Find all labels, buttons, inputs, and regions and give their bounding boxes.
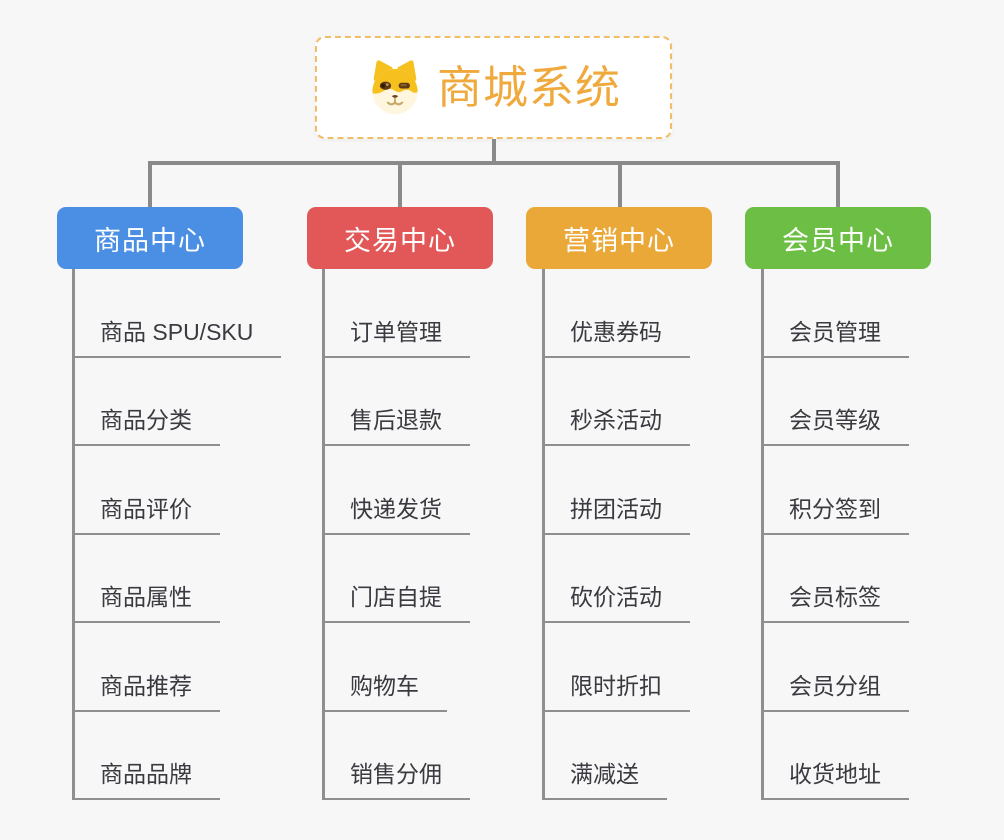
- leaf-topic[interactable]: 限时折扣: [542, 673, 690, 712]
- leaf-topic[interactable]: 商品推荐: [72, 673, 220, 712]
- root-title: 商城系统: [436, 62, 621, 113]
- leaf-topic[interactable]: 销售分佣: [322, 761, 470, 800]
- connector-drop-4: [836, 161, 840, 209]
- leaf-topic[interactable]: 拼团活动: [542, 496, 690, 535]
- leaf-topic[interactable]: 收货地址: [761, 761, 909, 800]
- leaf-topic[interactable]: 满减送: [542, 761, 667, 800]
- leaf-topic[interactable]: 商品属性: [72, 584, 220, 623]
- leaf-topic[interactable]: 积分签到: [761, 496, 909, 535]
- leaf-topic[interactable]: 商品 SPU/SKU: [72, 319, 282, 358]
- branch-label: 会员中心: [782, 225, 894, 256]
- branch-node-member[interactable]: 会员中心: [745, 207, 931, 269]
- connector-root-stem: [492, 139, 496, 165]
- leaf-topic[interactable]: 商品品牌: [72, 761, 220, 800]
- leaf-topic[interactable]: 砍价活动: [542, 584, 690, 623]
- leaf-column-member: 会员管理 会员等级 积分签到 会员标签 会员分组 收货地址: [761, 269, 1001, 800]
- branch-node-product[interactable]: 商品中心: [57, 207, 243, 269]
- leaf-topic[interactable]: 门店自提: [322, 584, 470, 623]
- leaf-topic[interactable]: 订单管理: [322, 319, 470, 358]
- leaf-topic[interactable]: 秒杀活动: [542, 407, 690, 446]
- leaf-topic[interactable]: 会员分组: [761, 673, 909, 712]
- branch-label: 营销中心: [563, 225, 675, 256]
- leaf-topic[interactable]: 售后退款: [322, 407, 470, 446]
- leaf-topic[interactable]: 会员标签: [761, 584, 909, 623]
- connector-drop-3: [618, 161, 622, 209]
- leaf-topic[interactable]: 优惠券码: [542, 319, 690, 358]
- leaf-topic[interactable]: 商品评价: [72, 496, 220, 535]
- connector-trunk: [148, 161, 840, 165]
- leaf-topic[interactable]: 商品分类: [72, 407, 220, 446]
- branch-node-marketing[interactable]: 营销中心: [526, 207, 712, 269]
- branch-node-trade[interactable]: 交易中心: [307, 207, 493, 269]
- leaf-topic[interactable]: 会员管理: [761, 319, 909, 358]
- branch-label: 交易中心: [344, 225, 456, 256]
- leaf-column-product: 商品 SPU/SKU 商品分类 商品评价 商品属性 商品推荐 商品品牌: [72, 269, 312, 800]
- leaf-column-marketing: 优惠券码 秒杀活动 拼团活动 砍价活动 限时折扣 满减送: [542, 269, 782, 800]
- leaf-topic[interactable]: 购物车: [322, 673, 447, 712]
- connector-drop-2: [398, 161, 402, 209]
- dog-icon: [372, 59, 418, 114]
- connector-drop-1: [148, 161, 152, 209]
- leaf-topic[interactable]: 会员等级: [761, 407, 909, 446]
- leaf-column-trade: 订单管理 售后退款 快递发货 门店自提 购物车 销售分佣: [322, 269, 562, 800]
- branch-label: 商品中心: [94, 225, 206, 256]
- root-node[interactable]: 商城系统: [315, 36, 672, 139]
- leaf-topic[interactable]: 快递发货: [322, 496, 470, 535]
